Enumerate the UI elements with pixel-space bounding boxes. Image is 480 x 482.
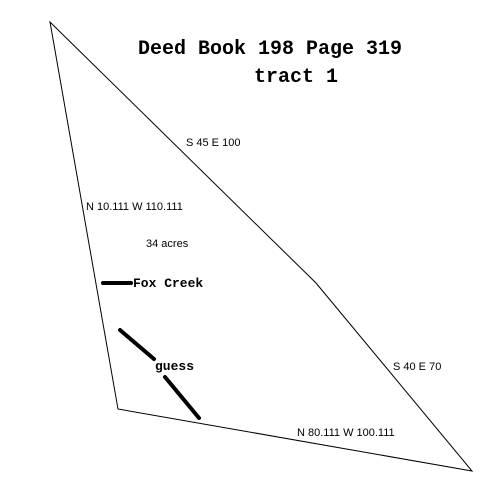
call-south-side: N 80.111 W 100.111 [297, 427, 395, 439]
tract-title: tract 1 [254, 66, 339, 89]
deed-title: Deed Book 198 Page 319 [138, 38, 403, 61]
guess-line-lower [163, 375, 201, 420]
guess-line-upper [118, 328, 156, 361]
call-southeast-side: S 40 E 70 [393, 361, 442, 373]
fox-creek-label: Fox Creek [133, 276, 204, 291]
guess-label: guess [155, 359, 195, 374]
call-west-side: N 10.111 W 110.111 [86, 201, 183, 213]
call-northeast-side: S 45 E 100 [186, 137, 241, 149]
area-label: 34 acres [146, 238, 189, 250]
tract-boundary [49, 20, 474, 472]
